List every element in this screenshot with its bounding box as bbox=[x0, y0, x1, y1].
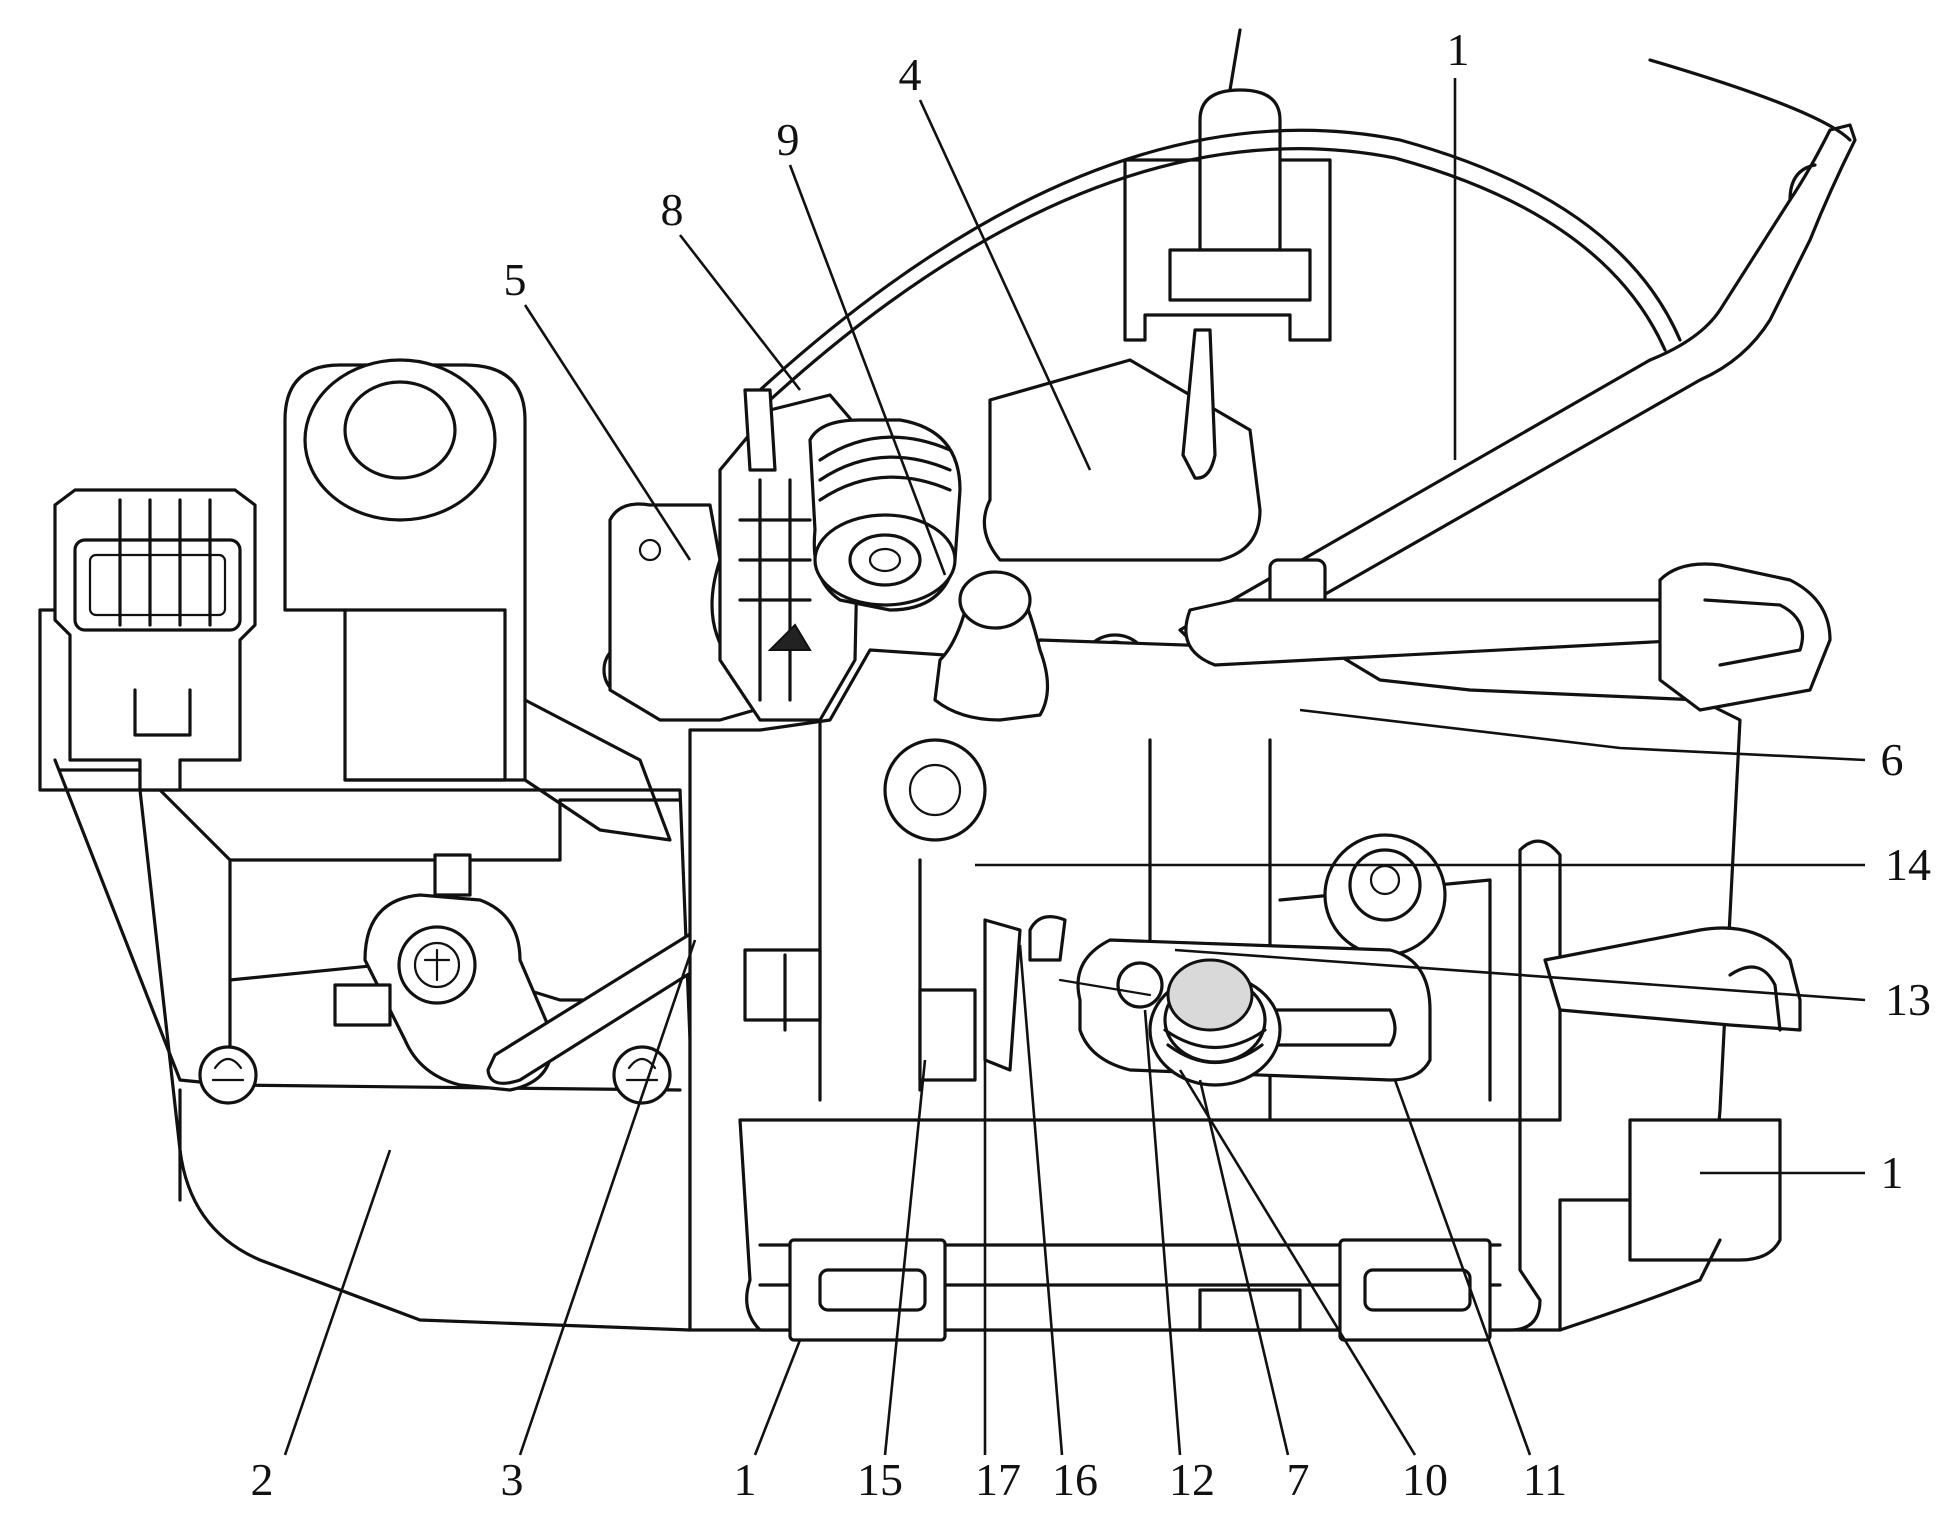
switch-assembly bbox=[610, 390, 1048, 720]
callout-1-right: 1 bbox=[1881, 1147, 1904, 1198]
leader-c-5 bbox=[525, 305, 690, 560]
electrical-connector bbox=[55, 490, 255, 790]
callout-2: 2 bbox=[251, 1454, 274, 1505]
callout-1-top: 1 bbox=[1447, 24, 1470, 75]
callout-11: 11 bbox=[1523, 1454, 1567, 1505]
callout-8: 8 bbox=[661, 184, 684, 235]
callout-16: 16 bbox=[1052, 1454, 1098, 1505]
callout-14: 14 bbox=[1885, 839, 1931, 890]
callout-10: 10 bbox=[1402, 1454, 1448, 1505]
callout-9: 9 bbox=[777, 114, 800, 165]
callout-17: 17 bbox=[975, 1454, 1021, 1505]
callout-15: 15 bbox=[857, 1454, 903, 1505]
callout-3: 3 bbox=[501, 1454, 524, 1505]
rotary-latch bbox=[1060, 940, 1430, 1085]
leader-c-1-bottom bbox=[755, 1340, 800, 1455]
callout-13: 13 bbox=[1885, 974, 1931, 1025]
leader-c-8 bbox=[680, 235, 800, 390]
callout-7: 7 bbox=[1287, 1454, 1310, 1505]
screw-left-bottom bbox=[200, 1047, 256, 1103]
callout-5: 5 bbox=[504, 254, 527, 305]
lock-rod-guide bbox=[984, 30, 1330, 560]
callout-1-bottom: 1 bbox=[734, 1454, 757, 1505]
callout-6: 6 bbox=[1881, 734, 1904, 785]
callout-4: 4 bbox=[899, 49, 922, 100]
callout-12: 12 bbox=[1169, 1454, 1215, 1505]
